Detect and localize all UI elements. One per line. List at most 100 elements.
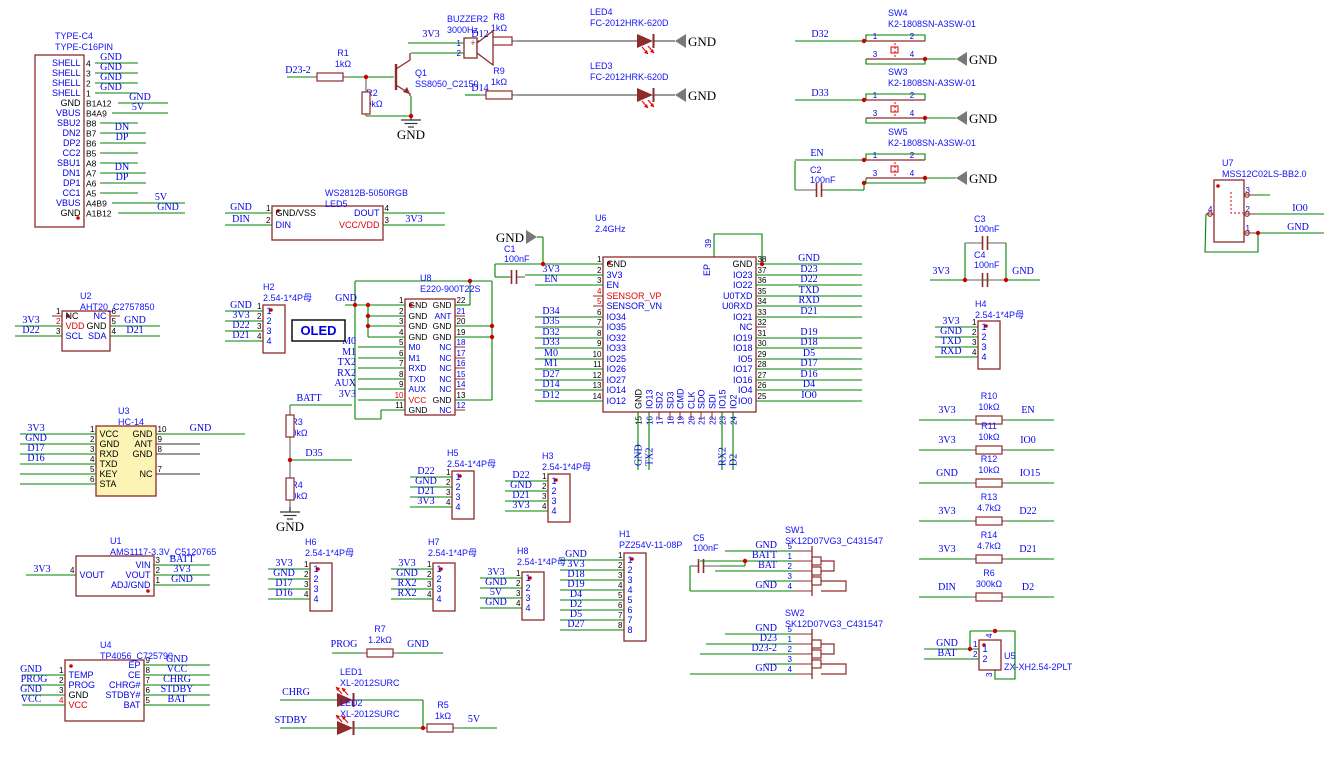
gnd-net-flag[interactable]: GND <box>956 111 997 126</box>
gnd-net-flag[interactable]: GND <box>675 88 716 103</box>
svg-text:BAT: BAT <box>938 648 957 659</box>
svg-text:BUZZER2: BUZZER2 <box>447 14 488 24</box>
svg-text:NC: NC <box>66 311 79 321</box>
svg-text:38: 38 <box>758 255 767 264</box>
gnd-net-flag[interactable]: GND <box>496 230 537 245</box>
gnd-symbol[interactable]: GND <box>276 507 304 534</box>
svg-text:NC: NC <box>140 469 153 479</box>
svg-text:M1: M1 <box>342 347 356 358</box>
gnd-net-flag[interactable]: GND <box>956 52 997 67</box>
svg-text:10kΩ: 10kΩ <box>978 402 1000 412</box>
svg-text:6: 6 <box>628 605 633 615</box>
gnd-net-flag[interactable]: GND <box>956 171 997 186</box>
svg-text:ZX-XH2.54-2PLT: ZX-XH2.54-2PLT <box>1004 662 1073 672</box>
svg-text:C4: C4 <box>974 250 986 260</box>
svg-text:4: 4 <box>456 502 461 512</box>
resistor-R7[interactable]: R71.2kΩ <box>361 624 399 658</box>
svg-text:10: 10 <box>593 350 602 359</box>
svg-text:2.54-1*4P母: 2.54-1*4P母 <box>428 548 477 558</box>
svg-text:10kΩ: 10kΩ <box>286 428 308 438</box>
svg-text:AMS1117-3.3V_C5120765: AMS1117-3.3V_C5120765 <box>110 547 216 557</box>
svg-text:4: 4 <box>267 336 272 346</box>
svg-text:A7: A7 <box>86 169 97 179</box>
svg-text:CHRG: CHRG <box>282 687 310 698</box>
svg-text:GND: GND <box>133 429 154 439</box>
svg-text:A1B12: A1B12 <box>86 209 112 219</box>
svg-text:IO27: IO27 <box>607 375 627 385</box>
svg-text:12: 12 <box>457 401 466 410</box>
svg-text:VCC/VDD: VCC/VDD <box>339 220 380 230</box>
svg-text:D27: D27 <box>542 369 559 380</box>
svg-text:IO15: IO15 <box>1020 468 1041 479</box>
svg-text:VCC: VCC <box>167 664 188 675</box>
svg-text:5: 5 <box>788 542 793 551</box>
svg-text:1: 1 <box>1246 224 1251 233</box>
svg-text:HC-14: HC-14 <box>118 417 144 427</box>
gnd-symbol[interactable]: GND <box>397 115 425 142</box>
svg-text:2: 2 <box>910 151 915 160</box>
svg-text:2.54-1*4P母: 2.54-1*4P母 <box>305 548 354 558</box>
svg-text:2: 2 <box>427 570 432 579</box>
svg-text:25: 25 <box>758 392 767 401</box>
oled-label-box[interactable]: OLED <box>291 319 346 342</box>
svg-text:10: 10 <box>158 425 167 434</box>
svg-text:SDA: SDA <box>88 331 107 341</box>
svg-text:D19: D19 <box>800 327 817 338</box>
wire-nets[interactable] <box>280 40 1259 729</box>
svg-text:D22: D22 <box>232 320 249 331</box>
gnd-net-flag[interactable]: GND <box>675 34 716 49</box>
svg-text:4: 4 <box>437 594 442 604</box>
svg-text:2: 2 <box>399 307 404 316</box>
svg-text:TX2: TX2 <box>338 357 356 368</box>
svg-text:GND: GND <box>798 253 820 264</box>
svg-text:GND: GND <box>276 519 304 534</box>
